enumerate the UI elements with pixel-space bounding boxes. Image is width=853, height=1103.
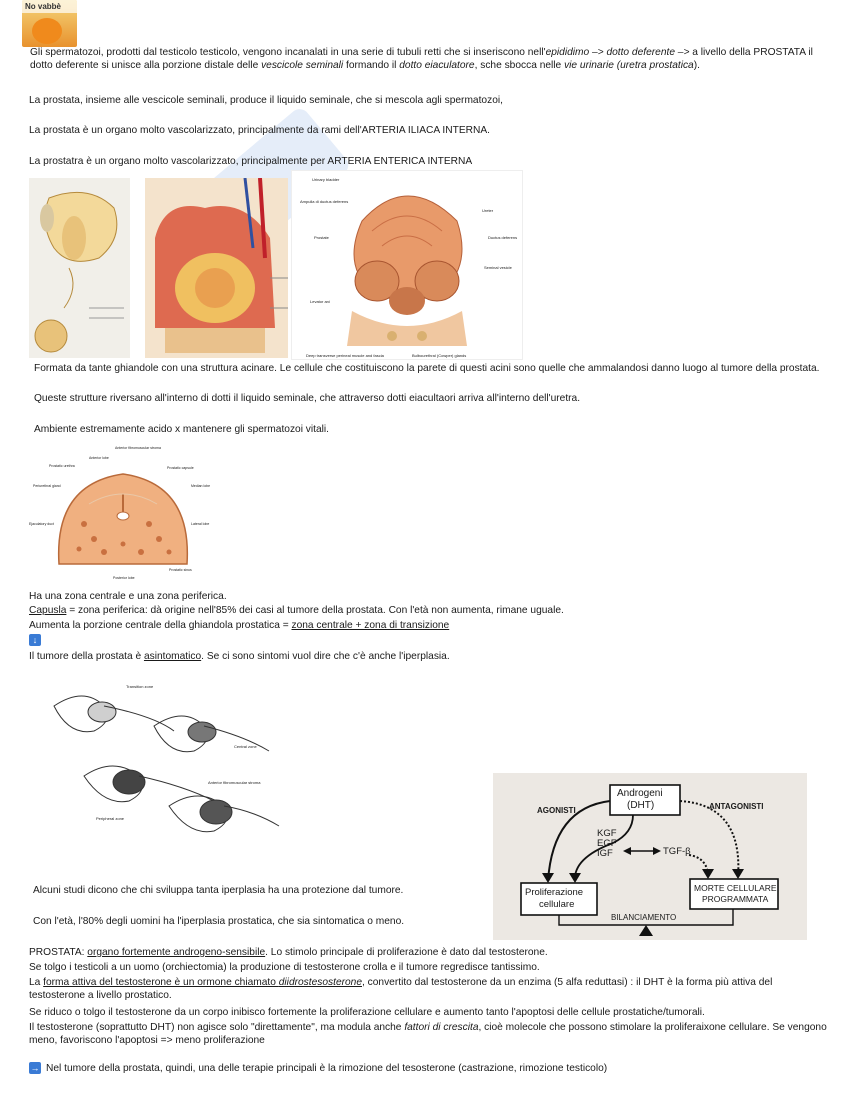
label-ampulla: Ampulla di ductus deferens [300,199,349,204]
text-underlined: forma attiva del testosterone è un ormon… [43,977,279,988]
figure-prostate-zones: Transition zone Central zone Anterior fi… [44,676,284,862]
paragraph-acinar: Formata da tante ghiandole con una strut… [34,363,820,374]
paragraph-acid: Ambiente estremamente acido x mantenere … [34,424,330,435]
paragraph-asymptomatic: Il tumore della prostata è asintomatico.… [29,650,829,663]
text: . Se ci sono sintomi vuol dire che c'è a… [201,651,450,662]
diagram-antagonisti: ANTAGONISTI [709,802,764,811]
label-transition-zone: Transition zone [126,684,154,689]
text-italic: epididimo –> dotto deferente –> [545,47,690,58]
paragraph-age: Con l'età, l'80% degli uomini ha l'iperp… [33,916,405,927]
paragraph-vascular-2: La prostatra è un organo molto vascolari… [29,156,473,167]
label-prostatic-sinus: Prostatic sinus [169,568,192,572]
label-bulbourethral: Bulbourethral (Cowper) glands [412,353,467,358]
paragraph-dht: La forma attiva del testosterone è un or… [29,976,829,1002]
paragraph-vascular-1: La prostata è un organo molto vascolariz… [29,125,490,136]
paragraph-ducts: Queste strutture riversano all'interno d… [34,393,581,404]
diagram-prolif-2: cellulare [539,899,575,910]
label-seminal: Seminal vesicle [484,265,512,270]
label-prostate: Prostate [314,235,329,240]
text-underlined: Capusla [29,605,67,616]
diagram-morte-2: PROGRAMMATA [702,894,769,904]
text: , sche sbocca nelle [474,60,565,72]
diagram-agonisti: AGONISTI [537,806,576,815]
text-underlined: organo fortemente androgeno-sensibile [87,947,266,958]
text: Gli spermatozoi, prodotti dal testicolo … [30,47,546,58]
label-periurethral: Periurethral gland [33,484,61,488]
figure-sagittal [29,178,130,358]
right-arrow-icon: → [29,1062,41,1075]
logo: No vabbè [22,0,77,47]
label-deep-transverse: Deep transverse perineal muscle and fasc… [306,353,384,358]
diagram-dht: (DHT) [627,800,655,811]
text-italic: vescicole seminali [261,60,344,72]
paragraph-capsule: Capusla = zona periferica: dà origine ne… [29,604,829,617]
paragraph-protection: Alcuni studi dicono che chi sviluppa tan… [33,885,404,896]
diagram-morte-1: MORTE CELLULARE [694,883,777,893]
diagram-bilanciamento: BILANCIAMENTO [611,913,677,922]
diagram-prolif-1: Proliferazione [525,887,584,898]
text: Aumenta la porzione centrale della ghian… [29,620,292,631]
text-italic: fattori di crescita [404,1022,479,1033]
paragraph-androgen-sensitive: PROSTATA: organo fortemente androgeno-se… [29,946,829,959]
text-underlined-italic: diidrostesosterone [278,977,362,988]
label-peripheral-zone: Peripheral zone [96,816,125,821]
label-levator: Levator ani [310,299,330,304]
label-prostatic-urethra: Prostatic urethra [49,464,75,468]
text: La [29,977,44,988]
label-ant-fibro: Anterior fibromuscular stroma [115,446,161,450]
text-underlined: zona centrale + zona di transizione [291,620,450,631]
label-posterior: Posterior lobe [113,576,135,580]
figure-prostate-posterior: Urinary bladder Ampulla di ductus defere… [291,170,523,360]
text: , convertito dal testosterone da un enzi… [29,977,773,1002]
androgen-diagram: Androgeni (DHT) AGONISTI ANTAGONISTI KGF… [493,773,807,940]
label-anterior-stroma: Anterior fibromuscular stroma [208,780,261,785]
label-central-zone: Central zone [234,744,257,749]
down-arrow-icon: ↓ [29,634,41,647]
text-italic: dotto eiaculatore [399,60,475,72]
paragraph-orchiectomy: Se tolgo i testicoli a un uomo (orchiect… [29,962,540,973]
label-ejaculatory: Ejaculatory duct [29,522,54,526]
text: ). [693,60,700,72]
text: Il tumore della prostata è [29,651,144,662]
text-italic: vie urinarie (uretra prostatica [564,60,694,72]
logo-orange [32,18,62,44]
text: , cioè molecole che possono stimolare la… [29,1022,827,1047]
label-urinary-bladder: Urinary bladder [312,177,340,182]
diagram-androgeni: Androgeni [617,788,663,799]
paragraph-apoptosis: Se riduco o tolgo il testosterone da un … [29,1007,705,1018]
label-ant-lobe: Anterior lobe [89,456,109,460]
text: a livello della PROSTATA il dotto defere… [30,47,813,72]
diagram-egf: EGF [597,838,617,849]
text: = zona periferica: dà origine nell'85% d… [66,605,564,616]
diagram-igf: IGF [597,848,613,859]
label-lateral: Lateral lobe [191,522,210,526]
paragraph-seminal: La prostata, insieme alle vescicole semi… [29,95,503,106]
paragraph-intro: Gli spermatozoi, prodotti dal testicolo … [30,46,830,72]
text: Il testosterone (soprattutto DHT) non ag… [29,1022,405,1033]
figure-prostate-section: Anterior fibromuscular stroma Anterior l… [29,444,217,584]
paragraph-therapy: Nel tumore della prostata, quindi, una d… [46,1063,608,1074]
logo-text: No vabbè [22,0,77,13]
text: PROSTATA: [29,947,88,958]
diagram-tgf: TGF-β [663,846,691,857]
paragraph-central: Aumenta la porzione centrale della ghian… [29,619,829,632]
text: . Lo stimolo principale di proliferazion… [265,947,548,958]
label-ductus: Ductus deferens [488,235,518,240]
paragraph-growth-factors: Il testosterone (soprattutto DHT) non ag… [29,1021,829,1047]
figure-coronal [145,178,288,358]
diagram-kgf: KGF [597,828,617,839]
label-median: Median lobe [191,484,211,488]
paragraph-zones: Ha una zona centrale e una zona periferi… [29,591,227,602]
text: formando il [343,60,400,72]
label-ureter: Ureter [482,208,494,213]
text-underlined: asintomatico [143,651,202,662]
label-prostatic-capsule: Prostatic capsule [167,466,194,470]
